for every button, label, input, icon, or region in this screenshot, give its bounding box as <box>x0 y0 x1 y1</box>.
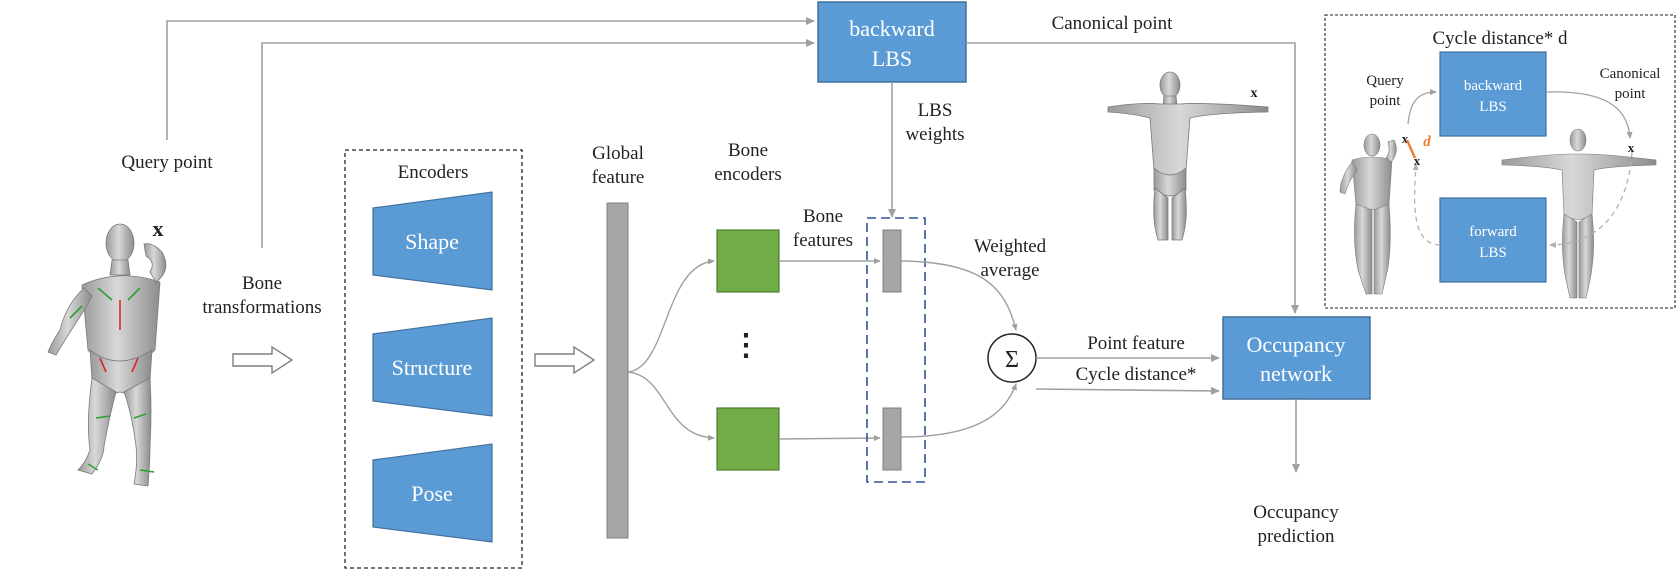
occupancy-prediction-label-2: prediction <box>1257 526 1335 547</box>
query-to-backward-arrow <box>166 17 815 140</box>
global-feature-bar <box>606 202 629 539</box>
backward-lbs-box: backward LBS <box>817 1 967 83</box>
feature-bottom-to-sigma <box>900 383 1017 438</box>
bone-encoders-label-1: Bone <box>728 140 768 161</box>
inset-backward-to-canonical <box>1545 91 1633 139</box>
point-feature-label: Point feature <box>1087 333 1185 354</box>
bone-features-label-1: Bone <box>803 206 843 227</box>
hollow-arrow-2 <box>534 345 596 375</box>
query-point-cross: x <box>153 216 164 241</box>
inset-backward-label-1: backward <box>1464 78 1523 94</box>
encoder-pose-label: Pose <box>411 481 453 506</box>
global-feature-label-1: Global <box>592 143 644 164</box>
bone-feature-bottom <box>882 407 902 471</box>
cycle-distance-inset <box>1324 14 1676 309</box>
inset-title: Cycle distance* d <box>1432 28 1568 49</box>
occupancy-prediction-label-1: Occupancy <box>1253 502 1339 523</box>
bone-encoder-bottom <box>716 407 780 471</box>
bone-features-label-2: features <box>793 230 853 251</box>
inset-canonical-point-label-1: Canonical <box>1600 66 1661 82</box>
inset-query-point-label-1: Query <box>1366 73 1404 89</box>
inset-query-cross: x <box>1402 131 1409 146</box>
cycle-distance-label: Cycle distance* <box>1076 364 1197 385</box>
global-feature-label-2: feature <box>592 167 645 188</box>
canonical-point-label: Canonical point <box>1052 13 1174 34</box>
encoder-pose: Pose <box>372 443 493 543</box>
encoder-shape: Shape <box>372 191 493 291</box>
bone-encoder-top <box>716 229 780 293</box>
inset-backward-lbs-box: backward LBS <box>1439 51 1547 137</box>
inset-query-point-label-2: point <box>1370 93 1402 109</box>
hollow-arrow-1 <box>232 345 294 375</box>
inset-forward-cross: x <box>1414 153 1421 168</box>
inset-forward-lbs-box: forward LBS <box>1439 197 1547 283</box>
weighted-average-label-2: average <box>980 260 1039 281</box>
lbs-weights-label-2: weights <box>905 124 964 145</box>
query-point-label: Query point <box>121 152 213 173</box>
encoders-group <box>344 149 523 569</box>
lbs-weights-label-1: LBS <box>918 100 953 121</box>
occupancy-network-box: Occupancy network <box>1222 316 1371 400</box>
inset-canonical-figure <box>1501 128 1657 299</box>
inset-forward-to-query <box>1412 163 1441 246</box>
inset-forward-label-2: LBS <box>1479 245 1507 261</box>
weighted-average-label-1: Weighted <box>974 236 1047 257</box>
ellipsis: ⋮ <box>731 329 761 362</box>
cycle-distance-arrow <box>1035 386 1220 395</box>
bone-transformations-label-1: Bone <box>242 273 282 294</box>
inset-backward-label-2: LBS <box>1479 99 1507 115</box>
inset-query-to-backward <box>1407 89 1437 125</box>
encoder-shape-label: Shape <box>405 229 459 254</box>
posed-human-figure <box>47 223 167 487</box>
inset-posed-figure <box>1339 133 1397 295</box>
encoders-title: Encoders <box>398 162 469 183</box>
sigma-symbol: Σ <box>1005 347 1019 373</box>
global-to-bone-encoder-bottom <box>627 371 715 441</box>
inset-distance-line <box>1405 139 1417 159</box>
bone-encoder-bottom-to-feature <box>778 435 881 442</box>
inset-canonical-to-forward <box>1549 151 1633 248</box>
bone-transformations-label-2: transformations <box>202 297 321 318</box>
inset-forward-label-1: forward <box>1469 224 1517 240</box>
skeleton-joints <box>69 287 155 473</box>
bone-features-group <box>866 217 926 483</box>
bone-encoders-label-2: encoders <box>714 164 782 185</box>
occupancy-network-label-1: Occupancy <box>1247 332 1346 357</box>
global-to-bone-encoder-top <box>627 258 715 373</box>
backward-lbs-label-2: LBS <box>872 46 912 71</box>
canonical-human-figure <box>1107 71 1269 241</box>
bone-feature-top <box>882 229 902 293</box>
inset-canonical-cross: x <box>1628 140 1635 155</box>
occupancy-network-label-2: network <box>1260 361 1332 386</box>
feature-top-to-sigma <box>900 260 1018 331</box>
encoder-structure: Structure <box>372 317 493 417</box>
sigma-node: Σ <box>987 333 1037 383</box>
canonical-point-cross: x <box>1251 86 1258 101</box>
backward-lbs-label-1: backward <box>849 16 935 41</box>
inset-canonical-point-label-2: point <box>1615 86 1647 102</box>
encoder-structure-label: Structure <box>392 355 473 380</box>
bone-transform-to-backward-arrow <box>261 39 815 248</box>
inset-distance-d: d <box>1423 134 1431 150</box>
canonical-point-arrow <box>966 42 1299 314</box>
